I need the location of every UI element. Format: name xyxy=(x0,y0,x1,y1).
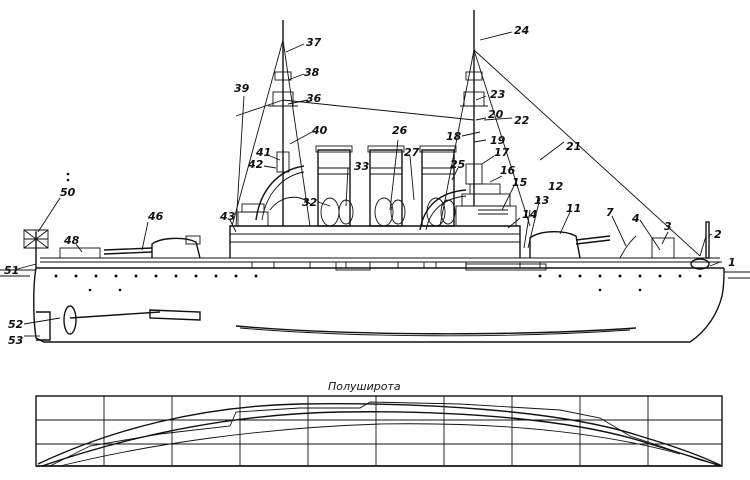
callout-4: 4 xyxy=(631,212,640,225)
mainmast xyxy=(268,20,298,226)
half-breadth-plan: Полуширота xyxy=(35,380,723,467)
callout-16: 16 xyxy=(500,164,516,177)
bow-fittings xyxy=(619,221,710,270)
stern-fittings xyxy=(23,229,101,268)
portholes xyxy=(54,274,702,292)
callout-7: 7 xyxy=(606,206,614,219)
callout-26: 26 xyxy=(392,124,408,137)
side-hatches xyxy=(251,261,547,271)
callout-18: 18 xyxy=(446,130,462,143)
callout-2: 2 xyxy=(714,228,722,241)
leader-lines xyxy=(13,31,721,337)
callout-21: 21 xyxy=(566,140,581,153)
callout-27: 27 xyxy=(404,146,420,159)
callout-25: 25 xyxy=(450,158,466,171)
callout-33: 33 xyxy=(354,160,370,173)
callout-20: 20 xyxy=(488,108,504,121)
callout-39: 39 xyxy=(234,82,250,95)
callout-53: 53 xyxy=(8,334,24,347)
propeller-shaft xyxy=(36,305,201,341)
callout-36: 36 xyxy=(306,92,322,105)
callout-15: 15 xyxy=(512,176,528,189)
callout-12: 12 xyxy=(548,180,564,193)
callout-41: 41 xyxy=(255,146,271,159)
plan-title: Полуширота xyxy=(328,380,401,393)
foremast xyxy=(460,10,488,206)
callouts: 1 2 3 4 7 11 12 13 14 15 16 17 18 19 20 … xyxy=(4,24,736,347)
callout-14: 14 xyxy=(522,208,537,221)
callout-24: 24 xyxy=(514,24,529,37)
aft-turret xyxy=(103,235,201,259)
callout-50: 50 xyxy=(60,186,76,199)
callout-13: 13 xyxy=(534,194,550,207)
superstructure xyxy=(229,183,521,258)
davits xyxy=(255,165,467,231)
callout-43: 43 xyxy=(219,210,236,223)
callout-42: 42 xyxy=(247,158,264,171)
callout-40: 40 xyxy=(311,124,328,137)
rigging xyxy=(231,39,701,257)
callout-23: 23 xyxy=(490,88,506,101)
callout-52: 52 xyxy=(8,318,24,331)
callout-37: 37 xyxy=(306,36,322,49)
fore-turret xyxy=(529,231,611,259)
hull xyxy=(33,257,725,343)
callout-48: 48 xyxy=(63,234,80,247)
waterline xyxy=(0,269,750,279)
callout-1: 1 xyxy=(728,256,736,269)
callout-22: 22 xyxy=(514,114,530,127)
callout-46: 46 xyxy=(147,210,164,223)
callout-38: 38 xyxy=(304,66,320,79)
callout-17: 17 xyxy=(494,146,510,159)
callout-19: 19 xyxy=(490,134,506,147)
funnels xyxy=(315,145,457,227)
callout-11: 11 xyxy=(566,202,581,215)
callout-51: 51 xyxy=(4,264,19,277)
callout-32: 32 xyxy=(302,196,318,209)
callout-3: 3 xyxy=(664,220,672,233)
